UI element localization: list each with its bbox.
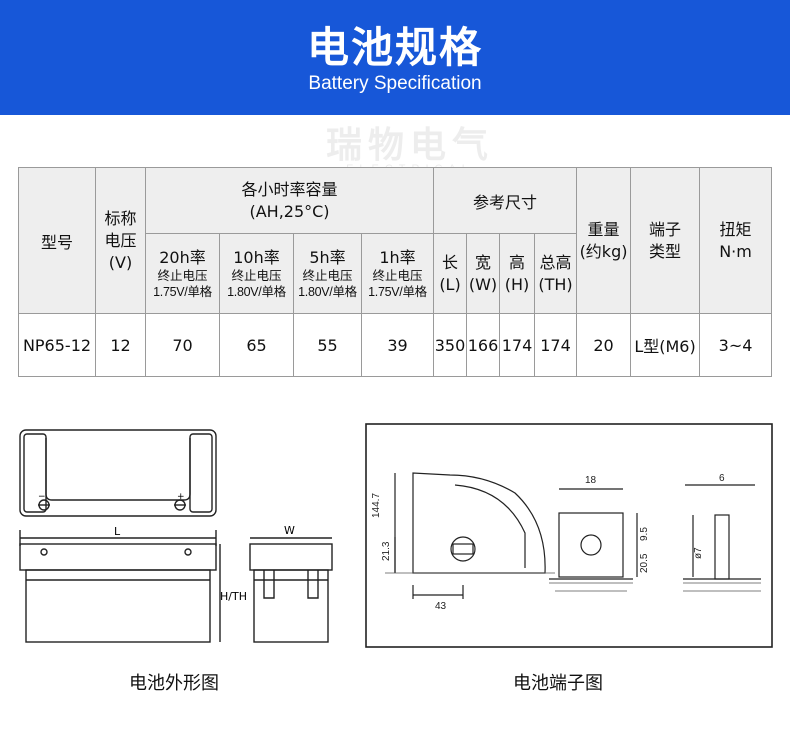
cell-cap-20h: 70 <box>145 313 220 377</box>
header-torque: 扭矩 N·m <box>699 167 773 314</box>
header-cap-5h: 5h率 终止电压 1.80V/单格 <box>293 233 362 314</box>
header-cap-1h: 1h率 终止电压 1.75V/单格 <box>360 233 435 314</box>
header-total-height: 总高 (TH) <box>534 233 578 314</box>
page-subtitle: Battery Specification <box>308 73 482 94</box>
terminal-drawing: 144.7 21.3 43 18 9.5 20.5 6 ø7 <box>365 423 773 648</box>
dim-9-5: 9.5 <box>639 527 650 541</box>
cell-voltage: 12 <box>95 313 146 377</box>
terminal-caption: 电池端子图 <box>513 673 603 694</box>
cell-cap-10h: 65 <box>219 313 294 377</box>
cell-model: NP65-12 <box>18 313 96 377</box>
header-capacity: 各小时率容量 (AH,25°C) <box>144 167 435 234</box>
page-title: 电池规格 <box>306 23 483 72</box>
dimension-label-W: W <box>284 524 295 537</box>
table-header-row-2: 20h率 终止电压 1.75V/单格 10h率 终止电压 1.80V/单格 5h… <box>19 233 772 314</box>
spec-table: 型号 标称 电压 (V) 各小时率容量 (AH,25°C) 参考尺寸 重量 (约… <box>18 167 773 377</box>
header-voltage: 标称 电压 (V) <box>95 167 146 314</box>
dim-20-5: 20.5 <box>639 553 650 573</box>
cell-cap-1h: 39 <box>360 313 435 377</box>
dimension-label-L: L <box>114 525 121 538</box>
dim-21-3: 21.3 <box>381 541 392 561</box>
header-model: 型号 <box>18 167 96 314</box>
header-banner: 电池规格 Battery Specification <box>0 0 790 115</box>
cell-cap-5h: 55 <box>293 313 362 377</box>
header-weight: 重量 (约kg) <box>576 167 632 314</box>
dim-144-7: 144.7 <box>371 493 382 518</box>
front-view-lid <box>19 543 217 571</box>
cell-width: 166 <box>466 313 501 377</box>
watermark-brand: 瑞物电气 <box>325 125 494 166</box>
battery-outline-drawing: − + L H/TH W <box>19 429 333 643</box>
dim-18: 18 <box>585 475 597 486</box>
cell-length: 350 <box>433 313 468 377</box>
header-dimensions: 参考尺寸 <box>433 167 578 234</box>
header-length: 长 (L) <box>433 233 468 314</box>
dim-6: 6 <box>719 473 725 484</box>
svg-text:−: − <box>38 492 46 502</box>
cell-terminal: L型(M6) <box>630 313 701 377</box>
svg-text:+: + <box>177 492 185 502</box>
top-view-outline <box>19 429 217 517</box>
cell-total-height: 174 <box>534 313 578 377</box>
cell-weight: 20 <box>576 313 632 377</box>
header-cap-10h: 10h率 终止电压 1.80V/单格 <box>219 233 294 314</box>
cell-torque: 3~4 <box>699 313 773 377</box>
table-header-row-1: 型号 标称 电压 (V) 各小时率容量 (AH,25°C) 参考尺寸 重量 (约… <box>18 167 773 314</box>
header-cap-20h: 20h率 终止电压 1.75V/单格 <box>145 233 220 314</box>
cell-height: 174 <box>499 313 536 377</box>
dim-43: 43 <box>435 601 447 612</box>
dimension-label-H: H/TH <box>220 590 247 603</box>
dim-o7: ø7 <box>693 547 704 559</box>
terminal-drawing-frame <box>365 423 773 648</box>
outline-caption: 电池外形图 <box>129 673 219 694</box>
header-width: 宽 (W) <box>466 233 501 314</box>
header-height: 高 (H) <box>499 233 536 314</box>
header-terminal: 端子 类型 <box>630 167 701 314</box>
table-row: NP65-12 12 70 65 55 39 350 166 174 174 2… <box>18 313 773 377</box>
